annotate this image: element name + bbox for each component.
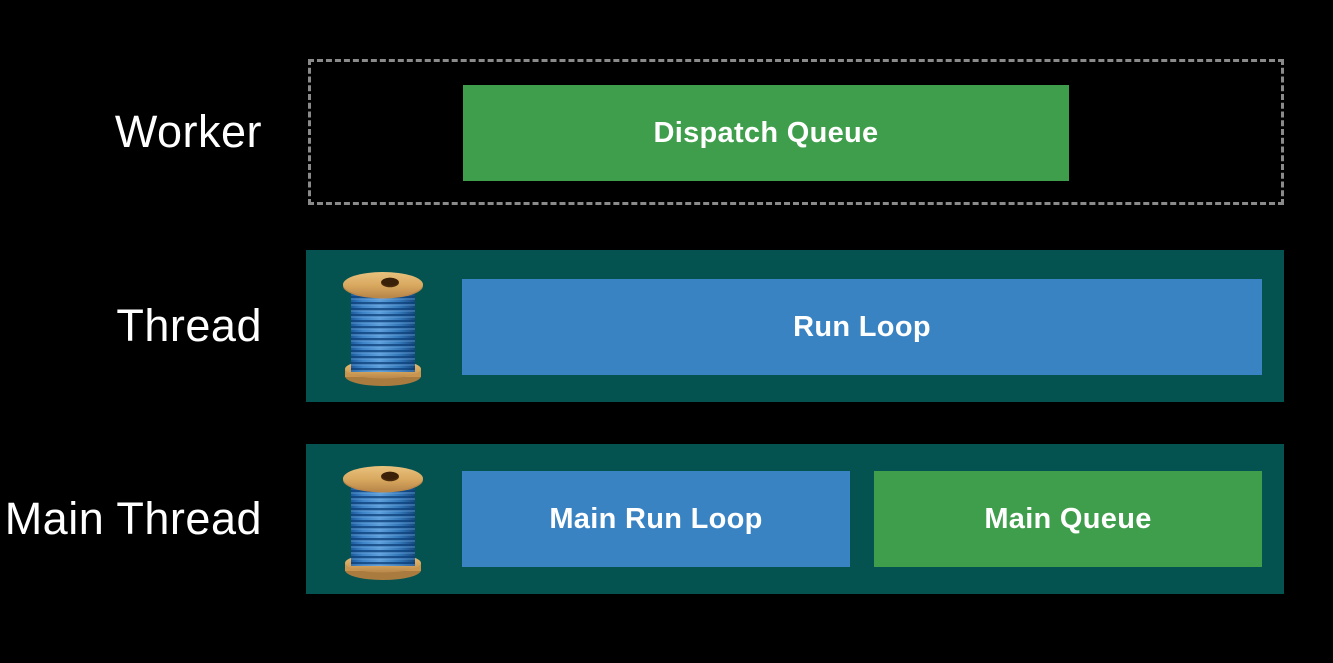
thread-spool-icon	[342, 460, 424, 582]
thread-lane: Run Loop	[306, 250, 1284, 402]
row-label-main-thread: Main Thread	[4, 493, 262, 544]
worker-lane: Dispatch Queue	[308, 59, 1284, 205]
dispatch-queue-box: Dispatch Queue	[463, 85, 1069, 181]
main-thread-lane: Main Run Loop Main Queue	[306, 444, 1284, 594]
main-queue-box: Main Queue	[874, 471, 1262, 567]
thread-spool-icon	[342, 266, 424, 388]
main-run-loop-box: Main Run Loop	[462, 471, 850, 567]
row-label-worker: Worker	[114, 106, 262, 157]
row-label-thread: Thread	[116, 300, 262, 351]
run-loop-box: Run Loop	[462, 279, 1262, 375]
